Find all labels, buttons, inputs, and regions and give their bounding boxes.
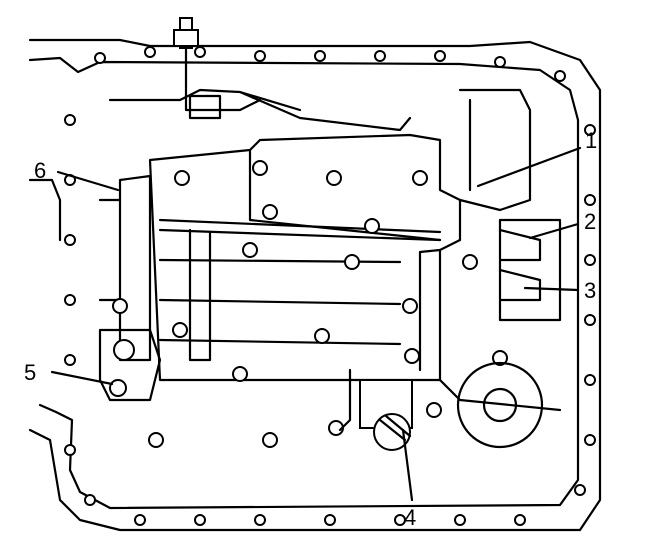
leader-5	[50, 370, 114, 386]
flange-bolt-hole-13	[584, 314, 596, 326]
valve-body-bolts	[112, 160, 508, 448]
valve-body-bolt-14	[232, 366, 248, 382]
valve-body-bolt-8	[344, 254, 360, 270]
flange-bolt-hole-23	[134, 514, 146, 526]
valve-body-bolt-16	[492, 350, 508, 366]
flange-bolt-hole-14	[584, 374, 596, 386]
flange-bolt-hole-4	[254, 50, 266, 62]
flange-bolt-hole-20	[324, 514, 336, 526]
flange-bolt-hole-25	[64, 114, 76, 126]
flange-bolt-hole-12	[584, 254, 596, 266]
flange-bolt-hole-21	[254, 514, 266, 526]
flange-bolt-hole-16	[574, 484, 586, 496]
flange-bolt-hole-5	[314, 50, 326, 62]
valve-body-bolt-9	[462, 254, 478, 270]
valve-body	[98, 88, 562, 412]
leader-4	[401, 428, 414, 502]
manual-linkage	[108, 17, 412, 132]
callout-5: 5	[24, 360, 36, 385]
valve-body-bolt-2	[252, 160, 268, 176]
valve-body-bolt-6	[364, 218, 380, 234]
solenoid-lower	[338, 368, 413, 451]
flange-bolt-hole-18	[454, 514, 466, 526]
flange-bolt-hole-1	[94, 52, 106, 64]
valve-body-bolt-4	[412, 170, 428, 186]
flange-bolt-hole-7	[434, 50, 446, 62]
flange-bolt-hole-19	[394, 514, 406, 526]
valve-body-bolt-5	[262, 204, 278, 220]
valve-body-bolt-3	[326, 170, 342, 186]
flange-bolt-holes	[64, 46, 596, 526]
valve-body-bolt-7	[242, 242, 258, 258]
leader-lines	[50, 146, 582, 502]
callout-6: 6	[34, 158, 46, 183]
solenoid-left	[98, 328, 162, 402]
valve-body-bolt-13	[402, 298, 418, 314]
flange-bolt-hole-10	[584, 124, 596, 136]
accumulator	[456, 361, 544, 449]
valve-body-bolt-11	[172, 322, 188, 338]
callout-4: 4	[404, 505, 416, 530]
valve-body-bolt-1	[174, 170, 190, 186]
flange-bolt-hole-22	[194, 514, 206, 526]
flange-bolt-hole-29	[64, 354, 76, 366]
flange-bolt-hole-24	[84, 494, 96, 506]
leader-1	[476, 146, 582, 188]
valve-body-bolt-19	[148, 432, 164, 448]
valve-body-bolt-10	[112, 298, 128, 314]
flange-bolt-hole-17	[514, 514, 526, 526]
callout-3: 3	[584, 278, 596, 303]
valve-body-bolt-12	[314, 328, 330, 344]
flange-bolt-hole-15	[584, 434, 596, 446]
flange-bolt-hole-6	[374, 50, 386, 62]
callout-2: 2	[584, 209, 596, 234]
flange-bolt-hole-11	[584, 194, 596, 206]
valve-body-bolt-18	[426, 402, 442, 418]
flange-bolt-hole-30	[64, 444, 76, 456]
flange-bolt-hole-27	[64, 234, 76, 246]
callout-1: 1	[585, 128, 597, 153]
flange-bolt-hole-2	[144, 46, 156, 58]
valve-body-bolt-20	[262, 432, 278, 448]
flange-bolt-hole-28	[64, 294, 76, 306]
case-flange	[28, 38, 602, 532]
leader-3	[523, 286, 580, 292]
flange-bolt-hole-3	[194, 46, 206, 58]
flange-bolt-hole-8	[494, 56, 506, 68]
valve-body-bolt-15	[404, 348, 420, 364]
flange-bolt-hole-9	[554, 70, 566, 82]
leader-2	[528, 222, 580, 240]
leader-6	[56, 170, 120, 192]
